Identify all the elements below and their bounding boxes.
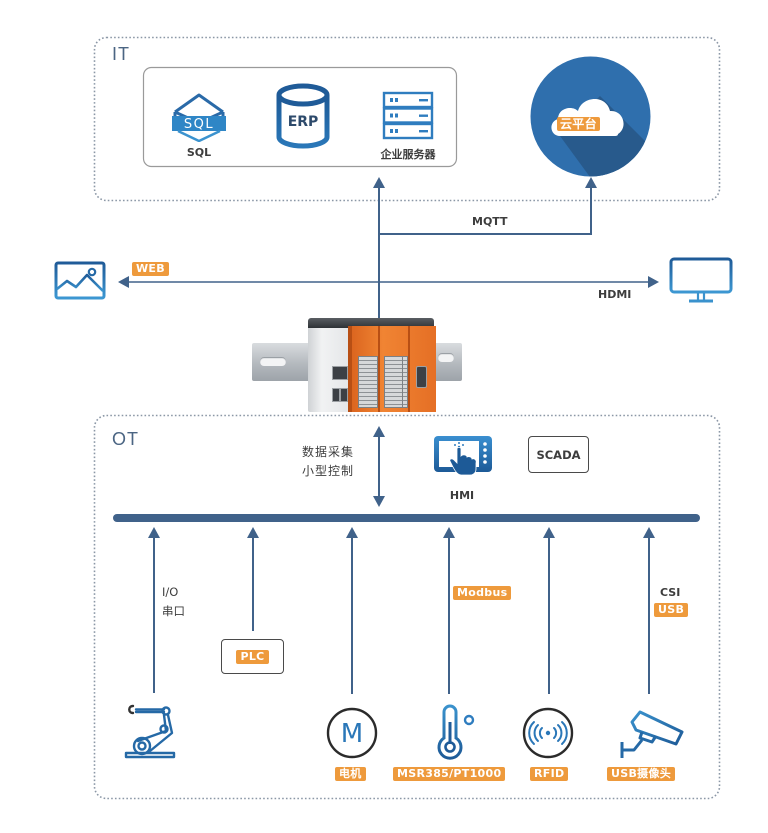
usb-badge: USB	[654, 603, 689, 617]
io-label: I/O	[162, 585, 179, 599]
erp-database-icon: ERP	[275, 83, 331, 149]
sql-database-icon: SQL	[170, 86, 228, 143]
robot-arm-icon	[124, 703, 178, 759]
cloud-platform-icon: 云平台	[530, 56, 651, 177]
monitor-icon	[669, 257, 733, 304]
it-section-label: IT	[112, 44, 130, 64]
usb-camera-badge: USB摄像头	[607, 767, 676, 781]
plc-arrow	[247, 527, 259, 631]
csi-label: CSI	[660, 586, 681, 599]
motor-arrow	[346, 527, 358, 694]
camera-usb-arrow	[643, 527, 655, 694]
web-badge: WEB	[132, 262, 169, 276]
enterprise-server-label: 企业服务器	[380, 148, 436, 161]
din-rail-controller-icon	[252, 314, 464, 412]
it-systems-group-frame	[142, 66, 458, 168]
motor-badge: 电机	[335, 767, 366, 781]
motor-icon: M	[326, 707, 378, 759]
temperature-sensor-badge: MSR385/PT1000	[393, 767, 506, 781]
controller-to-server-arrow	[373, 177, 385, 322]
image-icon	[54, 261, 106, 300]
mqtt-label: MQTT	[472, 215, 508, 228]
hmi-label: HMI	[449, 489, 475, 502]
thermometer-icon	[432, 704, 482, 760]
mqtt-to-cloud-arrow	[379, 177, 597, 235]
controller-bus-double-arrow	[373, 426, 385, 507]
serial-port-label: 串口	[162, 604, 185, 618]
ot-section-frame	[93, 414, 721, 800]
bus-caption-data-acquisition: 数据采集	[302, 445, 355, 459]
module-top-connectors	[308, 318, 434, 328]
web-hdmi-arrow	[118, 276, 659, 288]
rfid-badge: RFID	[530, 767, 569, 781]
robot-io-arrow	[148, 527, 160, 693]
ot-section-label: OT	[112, 429, 139, 449]
field-bus	[113, 514, 700, 522]
scada-box: SCADA	[528, 436, 589, 473]
cpu-module	[308, 322, 354, 412]
hmi-touch-icon	[433, 435, 493, 476]
bus-caption-small-control: 小型控制	[302, 464, 355, 478]
sql-label: SQL	[186, 146, 212, 159]
plc-badge: PLC	[236, 649, 269, 664]
sql-icon-text: SQL	[184, 117, 214, 132]
it-section-frame	[93, 36, 721, 202]
erp-icon-text: ERP	[288, 114, 319, 130]
rfid-icon	[522, 707, 574, 759]
scada-label: SCADA	[536, 447, 581, 462]
motor-icon-text: M	[341, 719, 363, 749]
io-modules	[348, 326, 436, 412]
camera-icon	[618, 708, 686, 762]
rfid-arrow	[543, 527, 555, 694]
hdmi-label: HDMI	[598, 288, 632, 301]
modbus-badge: Modbus	[453, 586, 512, 600]
server-rack-icon	[382, 91, 434, 140]
modbus-sensor-arrow	[443, 527, 455, 694]
cloud-platform-label: 云平台	[557, 117, 600, 131]
plc-box: PLC	[221, 639, 284, 674]
